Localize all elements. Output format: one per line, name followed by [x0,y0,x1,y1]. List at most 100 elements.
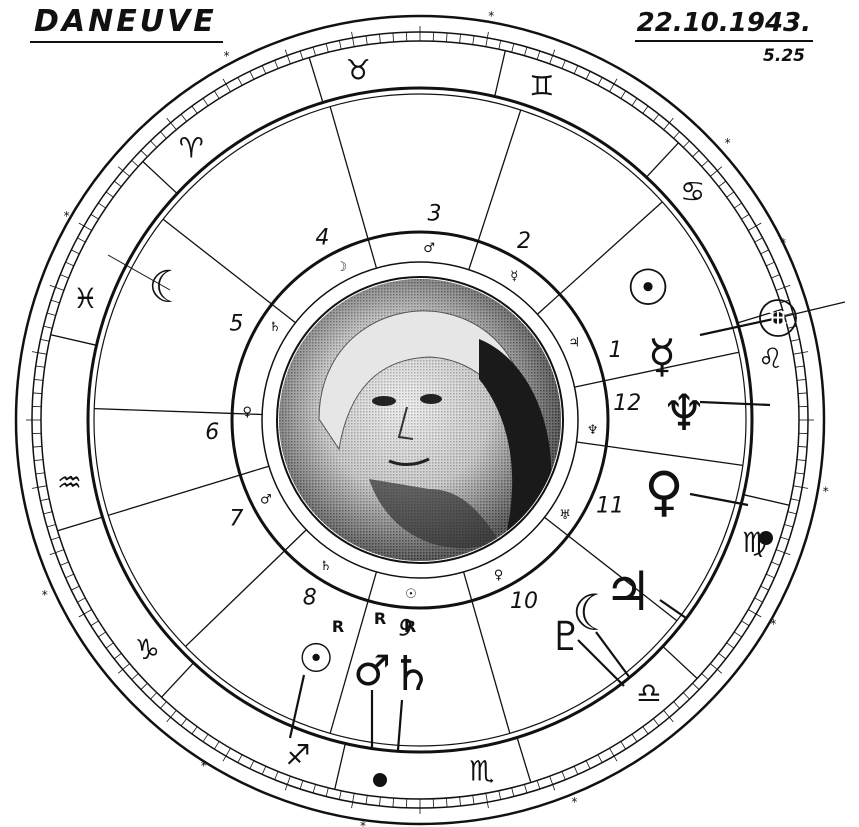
mars-glyph: ♂ [353,646,391,695]
degree-tick [379,34,380,43]
star-mark: * [64,209,70,223]
inner-ring-glyph: ♀ [494,568,504,583]
degree-tick [653,114,659,121]
right-eye [420,394,442,404]
house-cusp-line [330,107,368,240]
inner-cusp-line [240,466,269,475]
saturn-glyph: ♄ [390,646,433,702]
degree-tick [776,285,790,290]
degree-tick [788,512,797,514]
degree-tick [727,643,734,648]
degree-tick [366,795,367,804]
degree-tick [285,50,290,64]
degree-tick [300,51,303,60]
degree-tick [366,36,367,45]
sign-boundary-line [309,58,323,103]
degree-tick [653,719,659,726]
degree-tick [674,702,680,709]
star-mark: * [780,236,786,250]
inner-ring-glyph: ♀ [242,405,252,420]
degree-tick [33,446,42,447]
degree-tick [106,192,113,197]
inner-cusp-line [576,442,606,446]
star-mark: * [360,819,366,827]
inner-ring-glyph: ♄ [269,320,281,335]
degree-tick [693,683,699,689]
degree-tick [621,741,626,749]
portrait-photo [279,279,561,561]
sign-boundary-line [335,743,346,789]
house-number-2: 2 [517,229,531,254]
degree-tick [250,71,254,79]
degree-tick [36,473,45,474]
degree-tick [755,238,763,242]
degree-tick [486,793,489,808]
venus-glyph: ♀ [644,460,684,523]
pisces-sign-glyph: ♓ [73,282,98,315]
degree-tick [766,574,774,578]
degree-tick [66,262,74,266]
degree-tick [586,71,590,79]
inner-ring-glyph: ☿ [510,269,518,284]
degree-tick [621,91,626,99]
degree-tick [643,106,648,113]
degree-tick [524,784,526,793]
degree-tick [275,771,278,779]
inner-ring-glyph: ☉ [405,587,417,602]
degree-tick [326,788,328,797]
degree-tick [106,643,113,648]
house-number-7: 7 [229,507,243,532]
taurus-sign-glyph: ♉ [346,53,371,86]
house-number-4: 4 [315,225,329,250]
degree-tick [499,40,501,49]
degree-tick [393,33,394,42]
house-cusp-line [108,475,240,515]
degree-tick [643,727,648,734]
inner-cusp-line [285,530,307,551]
sign-boundary-line [517,737,531,782]
degree-tick [181,719,187,726]
degree-tick [34,379,43,380]
degree-tick [150,141,156,147]
house-number-5: 5 [229,311,243,336]
degree-tick [574,66,578,74]
inner-ring-glyph: ☽ [336,260,348,275]
degree-tick [598,77,602,85]
star-mark: * [770,617,776,631]
degree-tick [632,734,637,741]
degree-tick [34,460,43,461]
degree-tick [250,761,254,769]
inner-cusp-line [368,239,376,268]
house-cusp-line [185,551,284,647]
inner-cusp-line [575,381,604,387]
sign-boundary-line [162,663,194,697]
sun-sat-pointer-b [398,700,402,750]
degree-tick [160,132,166,139]
degree-tick [44,512,53,514]
degree-tick [499,791,501,800]
inner-cusp-line [537,294,559,314]
aries-sign-glyph: ♈ [179,131,204,164]
inner-ring-glyph: ♅ [559,508,571,523]
degree-tick [797,460,806,461]
degree-tick [50,285,64,290]
degree-tick [132,674,139,680]
capricorn-sign-glyph: ♑ [135,633,160,666]
degree-tick [598,755,602,763]
degree-tick [798,446,807,447]
degree-tick [734,203,741,208]
portrait-illustration [279,279,561,561]
degree-tick [44,326,53,328]
degree-tick [798,393,807,394]
inner-ring-glyph: ♃ [568,335,580,350]
degree-tick [98,203,105,208]
degree-tick [141,150,147,156]
degree-tick [734,632,741,637]
degree-tick [473,36,474,45]
degree-tick [150,693,156,699]
degree-tick [40,499,49,501]
house-cusp-line [478,110,521,241]
moon-transit-glyph: ☾ [572,584,617,642]
degree-tick [574,766,578,774]
house-number-3: 3 [428,202,442,227]
